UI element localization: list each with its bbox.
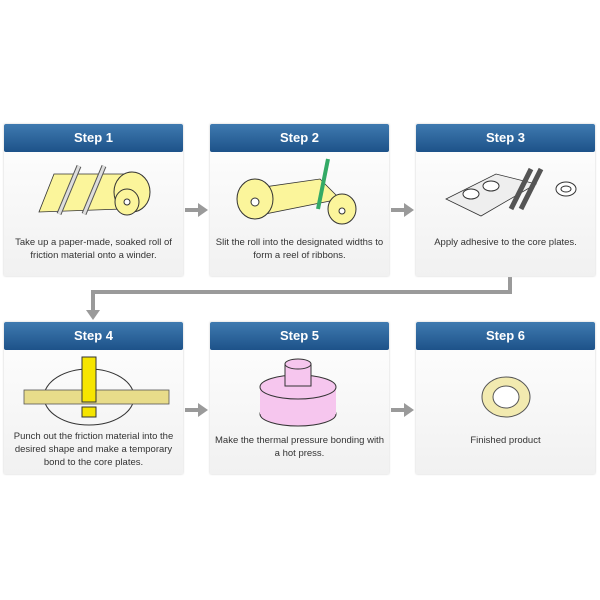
step-description: Take up a paper-made, soaked roll of fri… xyxy=(15,237,172,261)
step-title: Step 1 xyxy=(4,124,183,152)
step-6-card: Step 6 Finished product xyxy=(416,322,595,474)
arrow-right-icon xyxy=(185,403,208,417)
step-title: Step 5 xyxy=(210,322,389,350)
punching-illustration xyxy=(23,356,170,426)
finished-product-illustration xyxy=(481,376,531,418)
step-title: Step 3 xyxy=(416,124,595,152)
step-title: Step 4 xyxy=(4,322,183,350)
step-4-card: Step 4 Punch out the friction material i… xyxy=(4,322,183,474)
arrow-right-icon xyxy=(391,403,414,417)
step-title: Step 6 xyxy=(416,322,595,350)
step-description: Finished product xyxy=(470,435,541,446)
arrow-right-icon xyxy=(391,203,414,217)
step-description: Slit the roll into the designated widths… xyxy=(215,237,384,261)
step-2-card: Step 2 Slit the roll into the designated… xyxy=(210,124,389,276)
step-description: Make the thermal pressure bonding with a… xyxy=(215,435,384,459)
slitting-illustration xyxy=(236,158,357,225)
adhesive-illustration xyxy=(445,167,577,217)
step-description: Apply adhesive to the core plates. xyxy=(434,237,577,248)
step-description: Punch out the friction material into the… xyxy=(13,431,174,468)
hot-press-illustration xyxy=(259,358,337,427)
step-title: Step 2 xyxy=(210,124,389,152)
step-5-card: Step 5 Make the thermal pressure bonding… xyxy=(210,322,389,474)
arrow-right-icon xyxy=(185,203,208,217)
step-3-card: Step 3 Apply adhesive to the core plates… xyxy=(416,124,595,276)
winder-illustration xyxy=(38,165,151,216)
step-1-card: Step 1 Take up a paper-made, soaked roll… xyxy=(4,124,183,276)
